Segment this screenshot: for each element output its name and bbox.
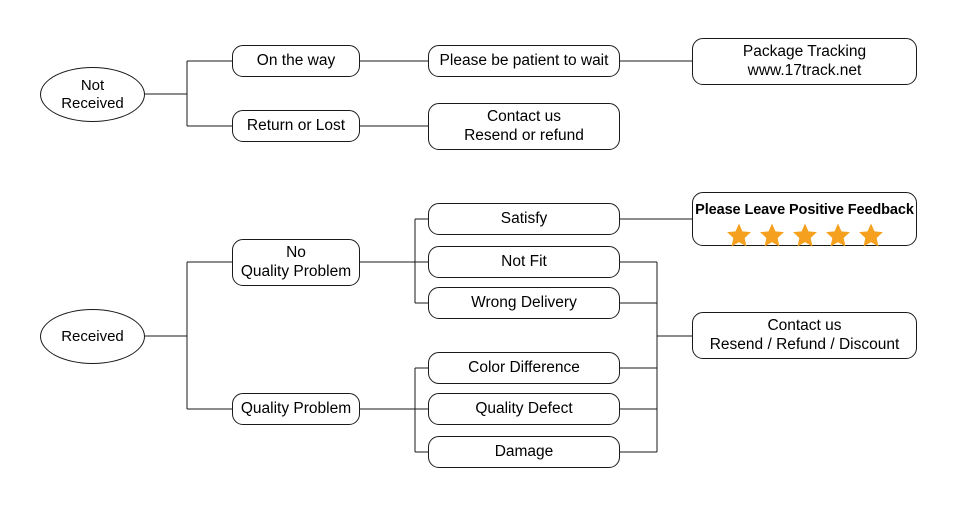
feedback-title: Please Leave Positive Feedback — [695, 202, 914, 218]
node-damage[interactable]: Damage — [428, 436, 620, 468]
tracking-url[interactable]: www.17track.net — [747, 61, 862, 79]
node-positive-feedback[interactable]: Please Leave Positive Feedback — [692, 192, 917, 248]
node-contact-resend-refund-discount[interactable]: Contact us Resend / Refund / Discount — [692, 312, 917, 359]
star-icon[interactable] — [792, 222, 818, 248]
node-label: Please be patient to wait — [439, 51, 609, 69]
node-label-line2: Received — [61, 94, 124, 112]
node-label: Color Difference — [468, 358, 580, 376]
node-label-line1: Package Tracking — [742, 43, 867, 61]
node-wrong-delivery[interactable]: Wrong Delivery — [428, 287, 620, 319]
node-quality-defect[interactable]: Quality Defect — [428, 393, 620, 425]
node-label-line1: Not — [80, 76, 105, 94]
node-satisfy[interactable]: Satisfy — [428, 203, 620, 235]
node-label: Quality Defect — [475, 399, 573, 417]
star-icon[interactable] — [726, 222, 752, 248]
node-received[interactable]: Received — [40, 309, 145, 364]
node-not-fit[interactable]: Not Fit — [428, 246, 620, 278]
node-color-difference[interactable]: Color Difference — [428, 352, 620, 384]
node-label: Damage — [494, 442, 554, 460]
node-contact-resend-refund[interactable]: Contact us Resend or refund — [428, 103, 620, 150]
node-label-line1: Received — [61, 327, 124, 345]
node-label: On the way — [256, 51, 336, 69]
node-label-line2: Quality Problem — [240, 262, 352, 280]
node-label-line1: Contact us — [486, 108, 562, 126]
node-please-be-patient[interactable]: Please be patient to wait — [428, 45, 620, 77]
star-icon[interactable] — [759, 222, 785, 248]
node-label: Return or Lost — [246, 116, 346, 134]
node-label: Not Fit — [501, 252, 547, 270]
node-label: Wrong Delivery — [471, 293, 577, 311]
node-label-line2: Resend or refund — [464, 126, 584, 144]
node-label: Satisfy — [500, 209, 548, 227]
node-quality-problem[interactable]: Quality Problem — [232, 393, 360, 425]
node-label-line1: Contact us — [767, 317, 842, 335]
node-return-or-lost[interactable]: Return or Lost — [232, 110, 360, 142]
node-label-line1: Quality Problem — [240, 399, 352, 417]
star-icon[interactable] — [825, 222, 851, 248]
node-label-line1: No — [286, 244, 306, 262]
node-on-the-way[interactable]: On the way — [232, 45, 360, 77]
node-package-tracking[interactable]: Package Tracking www.17track.net — [692, 38, 917, 85]
star-rating[interactable] — [726, 222, 884, 248]
node-no-quality-problem[interactable]: No Quality Problem — [232, 239, 360, 286]
node-label-line2: Resend / Refund / Discount — [709, 335, 900, 353]
star-icon[interactable] — [858, 222, 884, 248]
node-not-received[interactable]: Not Received — [40, 67, 145, 122]
